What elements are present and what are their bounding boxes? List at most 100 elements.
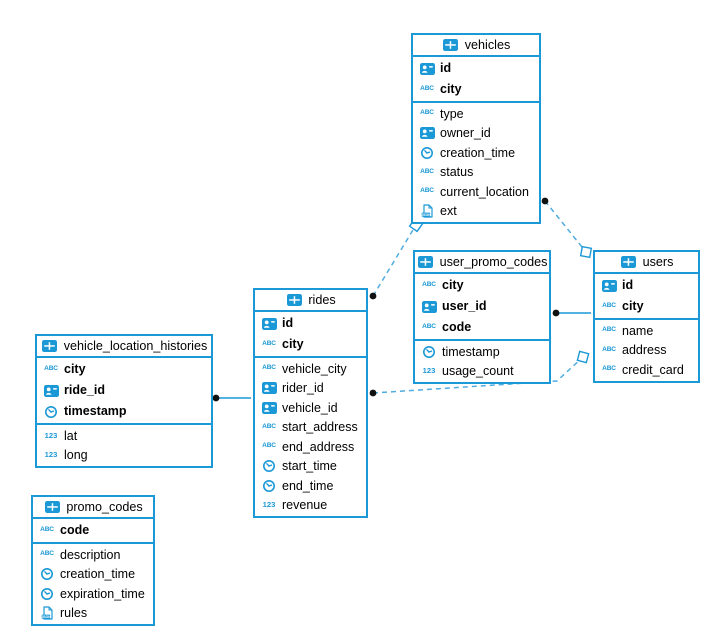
column-row-lat[interactable]: 123 lat [37, 426, 211, 446]
relation-rides-vehicles[interactable] [372, 224, 417, 297]
column-row-rider_id[interactable]: rider_id [255, 379, 366, 399]
table-user_promo_codes[interactable]: user_promo_codes ABC city user_id ABC co… [413, 250, 551, 384]
relation-vehicles-users[interactable] [544, 200, 587, 253]
primary-key-section: ABC city user_id ABC code [415, 274, 549, 341]
columns-section: 123 lat 123 long [37, 425, 211, 466]
text-type-icon: ABC [420, 85, 434, 93]
column-name: credit_card [622, 362, 684, 377]
column-row-end_time[interactable]: end_time [255, 476, 366, 496]
relation-child-marker [552, 309, 560, 317]
column-row-city[interactable]: ABC city [37, 359, 211, 380]
id-type-icon [260, 382, 278, 395]
column-name: description [60, 547, 121, 562]
column-name: creation_time [440, 145, 516, 160]
column-row-type[interactable]: ABC type [413, 104, 539, 124]
relation-rides-users[interactable] [372, 356, 584, 394]
table-title: user_promo_codes [439, 255, 548, 269]
id-type-icon [420, 300, 438, 313]
column-row-end_address[interactable]: ABC end_address [255, 437, 366, 457]
table-vehicle_location_histories[interactable]: vehicle_location_histories ABC city ride… [35, 334, 213, 468]
column-name: code [442, 320, 472, 335]
table-header[interactable]: users [595, 252, 698, 274]
column-row-creation_time[interactable]: creation_time [33, 565, 153, 585]
column-row-ext[interactable]: JSON ext [413, 202, 539, 222]
column-row-current_location[interactable]: ABC current_location [413, 182, 539, 202]
columns-section: timestamp 123 usage_count [415, 341, 549, 382]
column-row-id[interactable]: id [255, 313, 366, 334]
column-row-usage_count[interactable]: 123 usage_count [415, 362, 549, 382]
table-header[interactable]: promo_codes [33, 497, 153, 519]
table-header[interactable]: vehicle_location_histories [37, 336, 211, 358]
column-row-vehicle_city[interactable]: ABC vehicle_city [255, 359, 366, 379]
text-type-icon: ABC [40, 526, 54, 534]
column-row-owner_id[interactable]: owner_id [413, 124, 539, 144]
table-rides[interactable]: rides id ABC city ABC vehicle_city rider… [253, 288, 368, 518]
column-row-id[interactable]: id [413, 58, 539, 79]
column-row-start_time[interactable]: start_time [255, 457, 366, 477]
timestamp-type-icon [42, 405, 60, 419]
text-type-icon: ABC [262, 422, 276, 430]
column-name: owner_id [440, 126, 491, 140]
column-row-ride_id[interactable]: ride_id [37, 380, 211, 401]
text-type-icon: ABC [602, 345, 616, 353]
column-name: rules [60, 606, 88, 620]
column-name: id [622, 278, 634, 293]
column-row-creation_time[interactable]: creation_time [413, 143, 539, 163]
table-vehicles[interactable]: vehicles id ABC city ABC type owner_id c… [411, 33, 541, 224]
column-row-timestamp[interactable]: timestamp [37, 401, 211, 422]
column-row-address[interactable]: ABC address [595, 341, 698, 361]
table-icon [620, 256, 638, 268]
column-row-rules[interactable]: JSON rules [33, 604, 153, 624]
table-header[interactable]: vehicles [413, 35, 539, 57]
text-type-icon: ABC [422, 323, 436, 331]
column-name: address [622, 343, 667, 357]
column-row-city[interactable]: ABC city [595, 296, 698, 317]
table-header[interactable]: user_promo_codes [415, 252, 549, 274]
column-name: end_time [282, 478, 334, 493]
column-row-credit_card[interactable]: ABC credit_card [595, 360, 698, 380]
column-row-id[interactable]: id [595, 275, 698, 296]
column-row-name[interactable]: ABC name [595, 321, 698, 341]
column-name: creation_time [60, 567, 136, 581]
column-row-city[interactable]: ABC city [413, 79, 539, 100]
column-name: city [442, 278, 464, 293]
column-name: vehicle_city [282, 361, 347, 376]
column-row-user_id[interactable]: user_id [415, 296, 549, 317]
table-title: promo_codes [66, 500, 143, 514]
column-name: long [64, 448, 88, 462]
columns-section: ABC vehicle_city rider_id vehicle_id ABC… [255, 358, 366, 516]
table-title: vehicle_location_histories [63, 339, 208, 353]
table-title: rides [308, 293, 336, 307]
column-row-city[interactable]: ABC city [255, 334, 366, 355]
table-users[interactable]: users id ABC city ABC name ABC address A… [593, 250, 700, 383]
column-row-expiration_time[interactable]: expiration_time [33, 584, 153, 604]
column-row-revenue[interactable]: 123 revenue [255, 496, 366, 516]
table-icon [442, 39, 460, 51]
id-type-icon [42, 384, 60, 397]
timestamp-type-icon [260, 459, 278, 473]
column-row-status[interactable]: ABC status [413, 163, 539, 183]
column-name: id [440, 61, 452, 76]
text-type-icon: ABC [422, 281, 436, 289]
table-header[interactable]: rides [255, 290, 366, 312]
column-row-timestamp[interactable]: timestamp [415, 342, 549, 362]
column-row-city[interactable]: ABC city [415, 275, 549, 296]
json-type-icon: JSON [38, 606, 56, 620]
number-type-icon: 123 [44, 450, 58, 460]
relation-parent-marker [576, 350, 590, 364]
column-row-description[interactable]: ABC description [33, 545, 153, 565]
column-name: city [64, 362, 86, 377]
column-name: end_address [282, 439, 355, 454]
table-promo_codes[interactable]: promo_codes ABC code ABC description cre… [31, 495, 155, 626]
column-name: city [440, 82, 462, 97]
column-row-code[interactable]: ABC code [415, 317, 549, 338]
column-name: ext [440, 204, 457, 218]
timestamp-type-icon [38, 587, 56, 601]
column-row-code[interactable]: ABC code [33, 520, 153, 541]
column-row-vehicle_id[interactable]: vehicle_id [255, 398, 366, 418]
text-type-icon: ABC [602, 365, 616, 373]
column-row-long[interactable]: 123 long [37, 446, 211, 466]
column-row-start_address[interactable]: ABC start_address [255, 418, 366, 438]
